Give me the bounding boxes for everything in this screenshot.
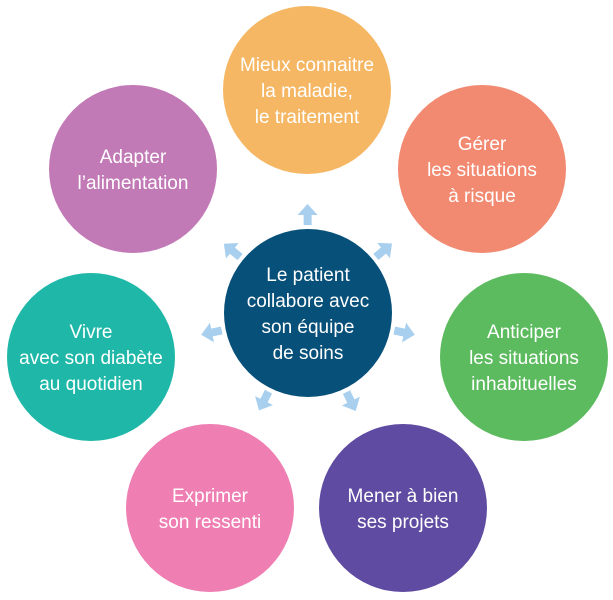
node-projets: Mener à bien ses projets (319, 424, 487, 592)
connector-arrow (341, 390, 360, 411)
node-ressenti-circle (126, 424, 294, 592)
center-node-label-line: collabore avec (247, 291, 370, 312)
node-maladie-label-line: Mieux connaitre (240, 55, 374, 76)
node-diabete-label-line: Vivre (70, 322, 113, 343)
node-diabete-label-line: avec son diabète (19, 348, 163, 369)
node-maladie-label-line: la maladie, (261, 81, 353, 102)
node-inhabituelles-circle (440, 273, 608, 441)
connector-arrow (297, 204, 318, 226)
center-node-label-line: son équipe (262, 317, 355, 338)
node-ressenti-label-line: Exprimer (172, 486, 249, 507)
node-projets-label-line: Mener à bien (348, 486, 459, 507)
arrows (201, 204, 415, 411)
node-projets-label-line: ses projets (357, 512, 449, 533)
node-alimentation-circle (49, 85, 217, 253)
center-node-label-line: de soins (273, 343, 344, 364)
node-ressenti-label-line: son ressenti (159, 512, 261, 533)
node-maladie-circle (223, 6, 391, 174)
center-node: Le patient collabore avec son équipe de soi… (224, 229, 392, 397)
node-alimentation-label-line: l’alimentation (78, 173, 189, 194)
node-inhabituelles-label-line: les situations (469, 348, 579, 369)
connector-arrow (201, 322, 223, 343)
node-risque-circle (398, 85, 566, 253)
connector-arrow (393, 322, 415, 343)
node-maladie: Mieux connaitre la maladie, le traitement (223, 6, 391, 174)
node-diabete-circle (7, 273, 175, 441)
node-alimentation-label-line: Adapter (100, 147, 167, 168)
connector-arrow (223, 243, 243, 261)
center-node-circle (224, 229, 392, 397)
node-inhabituelles-label-line: Anticiper (487, 322, 562, 343)
node-diabete: Vivre avec son diabète au quotidien (7, 273, 175, 441)
node-maladie-label-line: le traitement (255, 107, 360, 128)
center-node-label-line: Le patient (266, 265, 350, 286)
node-inhabituelles: Anticiper les situations inhabituelles (440, 273, 608, 441)
node-diabete-label-line: au quotidien (39, 374, 143, 395)
node-risque-label-line: à risque (448, 186, 516, 207)
node-risque-label-line: les situations (427, 160, 537, 181)
node-inhabituelles-label-line: inhabituelles (471, 374, 577, 395)
node-risque: Gérer les situations à risque (398, 85, 566, 253)
node-risque-label-line: Gérer (458, 134, 507, 155)
node-projets-circle (319, 424, 487, 592)
node-alimentation: Adapter l’alimentation (49, 85, 217, 253)
node-ressenti: Exprimer son ressenti (126, 424, 294, 592)
connector-arrow (255, 389, 273, 411)
connector-arrow (373, 242, 393, 260)
